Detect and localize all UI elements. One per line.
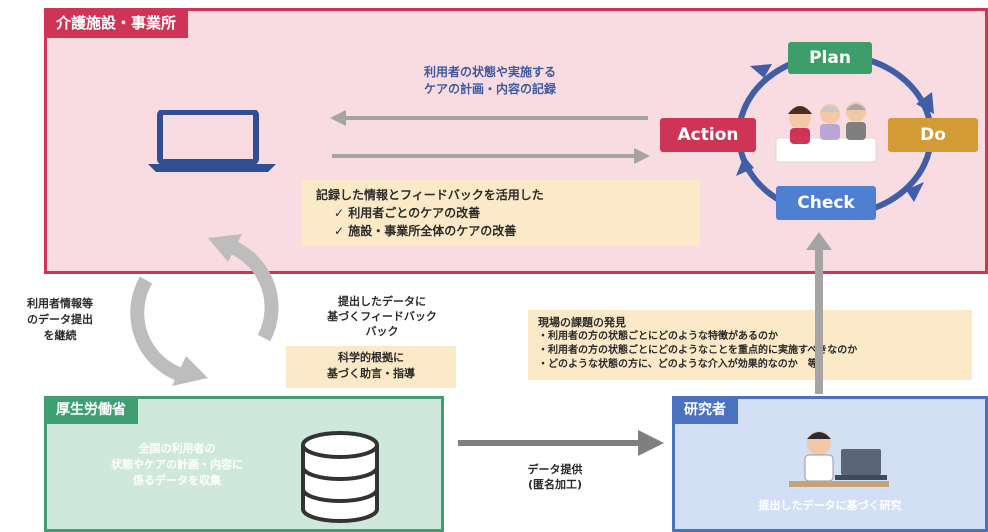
issue-item: ・どのような状態の方に、どのような介入が効果的なのか 等 <box>538 359 818 370</box>
mhlw-title: 厚生労働省 <box>44 396 138 424</box>
record-label-line-1: 利用者の状態や実施する <box>423 65 556 79</box>
data-provision-line: (匿名加工) <box>527 478 583 491</box>
laptop-icon <box>148 110 276 172</box>
feedback-arrow <box>332 148 650 164</box>
caregiver-elderly-illustration <box>775 102 877 163</box>
mhlw-line: 状態やケアの計画・内容に <box>111 458 243 471</box>
data-submission-line: のデータ提出 <box>27 313 93 326</box>
mhlw-description: 全国の利用者の 状態やケアの計画・内容に 係るデータを収集 <box>67 441 287 489</box>
scientific-advice-box: 科学的根拠に 基づく助言・指導 <box>286 346 456 388</box>
researcher-title: 研究者 <box>672 396 738 424</box>
pdca-plan: Plan <box>788 42 872 74</box>
care-facility-title: 介護施設・事業所 <box>44 8 189 38</box>
feedback-heading: 記録した情報とフィードバックを活用した <box>316 188 544 202</box>
researcher-illustration <box>789 431 889 487</box>
data-feedback-line: 基づくフィードバック <box>327 310 437 323</box>
data-feedback-line: バック <box>365 325 399 338</box>
record-arrow <box>330 110 648 126</box>
pdca-do: Do <box>888 118 978 152</box>
mhlw-panel: 厚生労働省 全国の利用者の 状態やケアの計画・内容に 係るデータを収集 <box>44 396 444 532</box>
issue-discovery-box: 現場の課題の発見 ・利用者の方の状態ごとにどのような特徴があるのか ・利用者の方… <box>528 310 972 380</box>
feedback-usage-box: 記録した情報とフィードバックを活用した ✓ 利用者ごとのケアの改善 ✓ 施設・事… <box>302 180 700 246</box>
issue-item: ・利用者の方の状態ごとにどのようなことを重点的に実施すべきなのか <box>538 345 858 356</box>
advice-line: 科学的根拠に <box>338 351 404 364</box>
mhlw-line: 係るデータを収集 <box>133 474 221 487</box>
data-submission-line: を継続 <box>43 329 77 342</box>
record-label-line-2: ケアの計画・内容の記録 <box>423 82 556 96</box>
data-provision-label: データ提供 (匿名加工) <box>490 462 620 492</box>
advice-line: 基づく助言・指導 <box>327 367 415 380</box>
data-provision-line: データ提供 <box>527 463 583 476</box>
research-to-pdca-arrow <box>806 232 832 394</box>
data-submission-line: 利用者情報等 <box>27 297 93 310</box>
researcher-caption: 提出したデータに基づく研究 <box>758 499 902 512</box>
data-submission-label: 利用者情報等 のデータ提出 を継続 <box>6 296 114 344</box>
record-label: 利用者の状態や実施する ケアの計画・内容の記録 <box>350 64 630 98</box>
issue-item: ・利用者の方の状態ごとにどのような特徴があるのか <box>538 331 778 342</box>
feedback-item: ✓ 利用者ごとのケアの改善 <box>334 206 481 220</box>
data-provision-arrow <box>458 430 664 456</box>
data-feedback-label: 提出したデータに 基づくフィードバック バック <box>300 294 464 339</box>
mhlw-line: 全国の利用者の <box>138 442 216 455</box>
database-icon <box>301 431 379 523</box>
feedback-item: ✓ 施設・事業所全体のケアの改善 <box>334 224 517 238</box>
data-feedback-line: 提出したデータに <box>338 295 426 308</box>
issue-heading: 現場の課題の発見 <box>538 316 626 329</box>
pdca-action: Action <box>660 118 756 152</box>
cycle-arrows-icon <box>130 234 279 386</box>
researcher-panel: 研究者 提出したデータに基づく研究 <box>672 396 988 532</box>
pdca-check: Check <box>776 186 876 220</box>
